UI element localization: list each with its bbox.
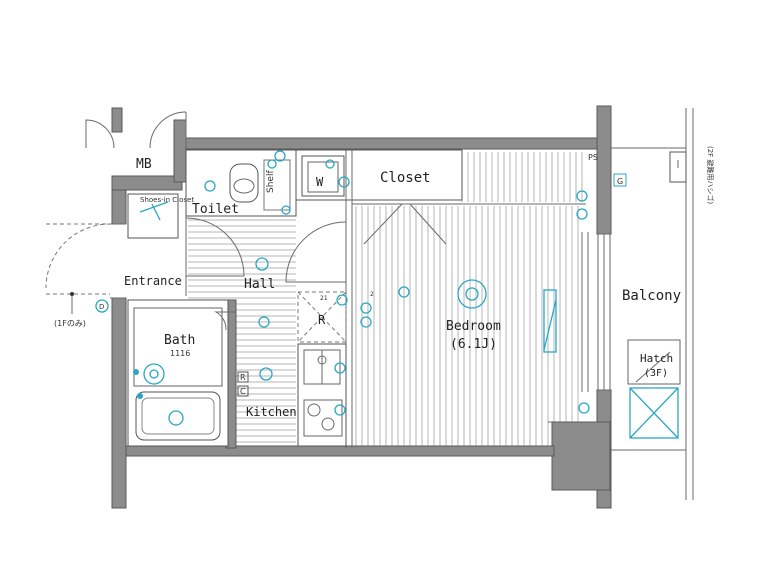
balcony-window[interactable]	[581, 232, 611, 392]
fixture-markers	[133, 150, 679, 439]
balcony-edge	[611, 108, 694, 500]
bath-label: Bath	[164, 333, 195, 348]
r-small-marker: R	[240, 373, 246, 382]
doors[interactable]	[45, 111, 447, 331]
balcony-label: Balcony	[622, 288, 681, 304]
floor-note: (1Fのみ)	[54, 319, 86, 328]
g-marker: G	[617, 177, 623, 186]
toilet-fixtures	[229, 159, 339, 211]
shelf-label: Shelf	[266, 170, 276, 193]
hatch-floor-label: (3F)	[644, 368, 668, 379]
walls	[111, 105, 612, 509]
entrance-label: Entrance	[124, 274, 182, 288]
value-21-marker: 21	[320, 295, 328, 302]
bath-size-label: 1116	[170, 349, 190, 358]
hatch-label: Hatch	[640, 352, 673, 365]
dimension-marker	[70, 292, 74, 314]
shoes-closet-label: Shoes-in Closet	[140, 196, 194, 204]
kitchen-label: Kitchen	[246, 405, 297, 419]
toilet-label: Toilet	[192, 202, 239, 217]
d-marker: D	[99, 303, 104, 311]
bedroom-size-label: (6.1J)	[450, 337, 497, 352]
hatch[interactable]	[627, 339, 681, 385]
w-label: W	[316, 175, 324, 189]
r-label: R	[318, 313, 326, 327]
c-marker: C	[240, 387, 246, 396]
vertical-note: (2F 避難用ハシゴ)	[706, 146, 715, 204]
kitchen-fixtures	[303, 349, 343, 437]
partitions	[110, 149, 586, 448]
mb-label: MB	[136, 157, 152, 172]
closet-label: Closet	[380, 170, 431, 186]
hall-label: Hall	[244, 277, 275, 292]
ps-marker: PS	[588, 153, 598, 162]
bedroom-label: Bedroom	[446, 319, 501, 334]
value-2-marker: 2	[370, 291, 374, 298]
bedroom-floor	[355, 206, 579, 446]
closet-floor	[461, 152, 583, 202]
ladder-marker	[669, 151, 687, 183]
